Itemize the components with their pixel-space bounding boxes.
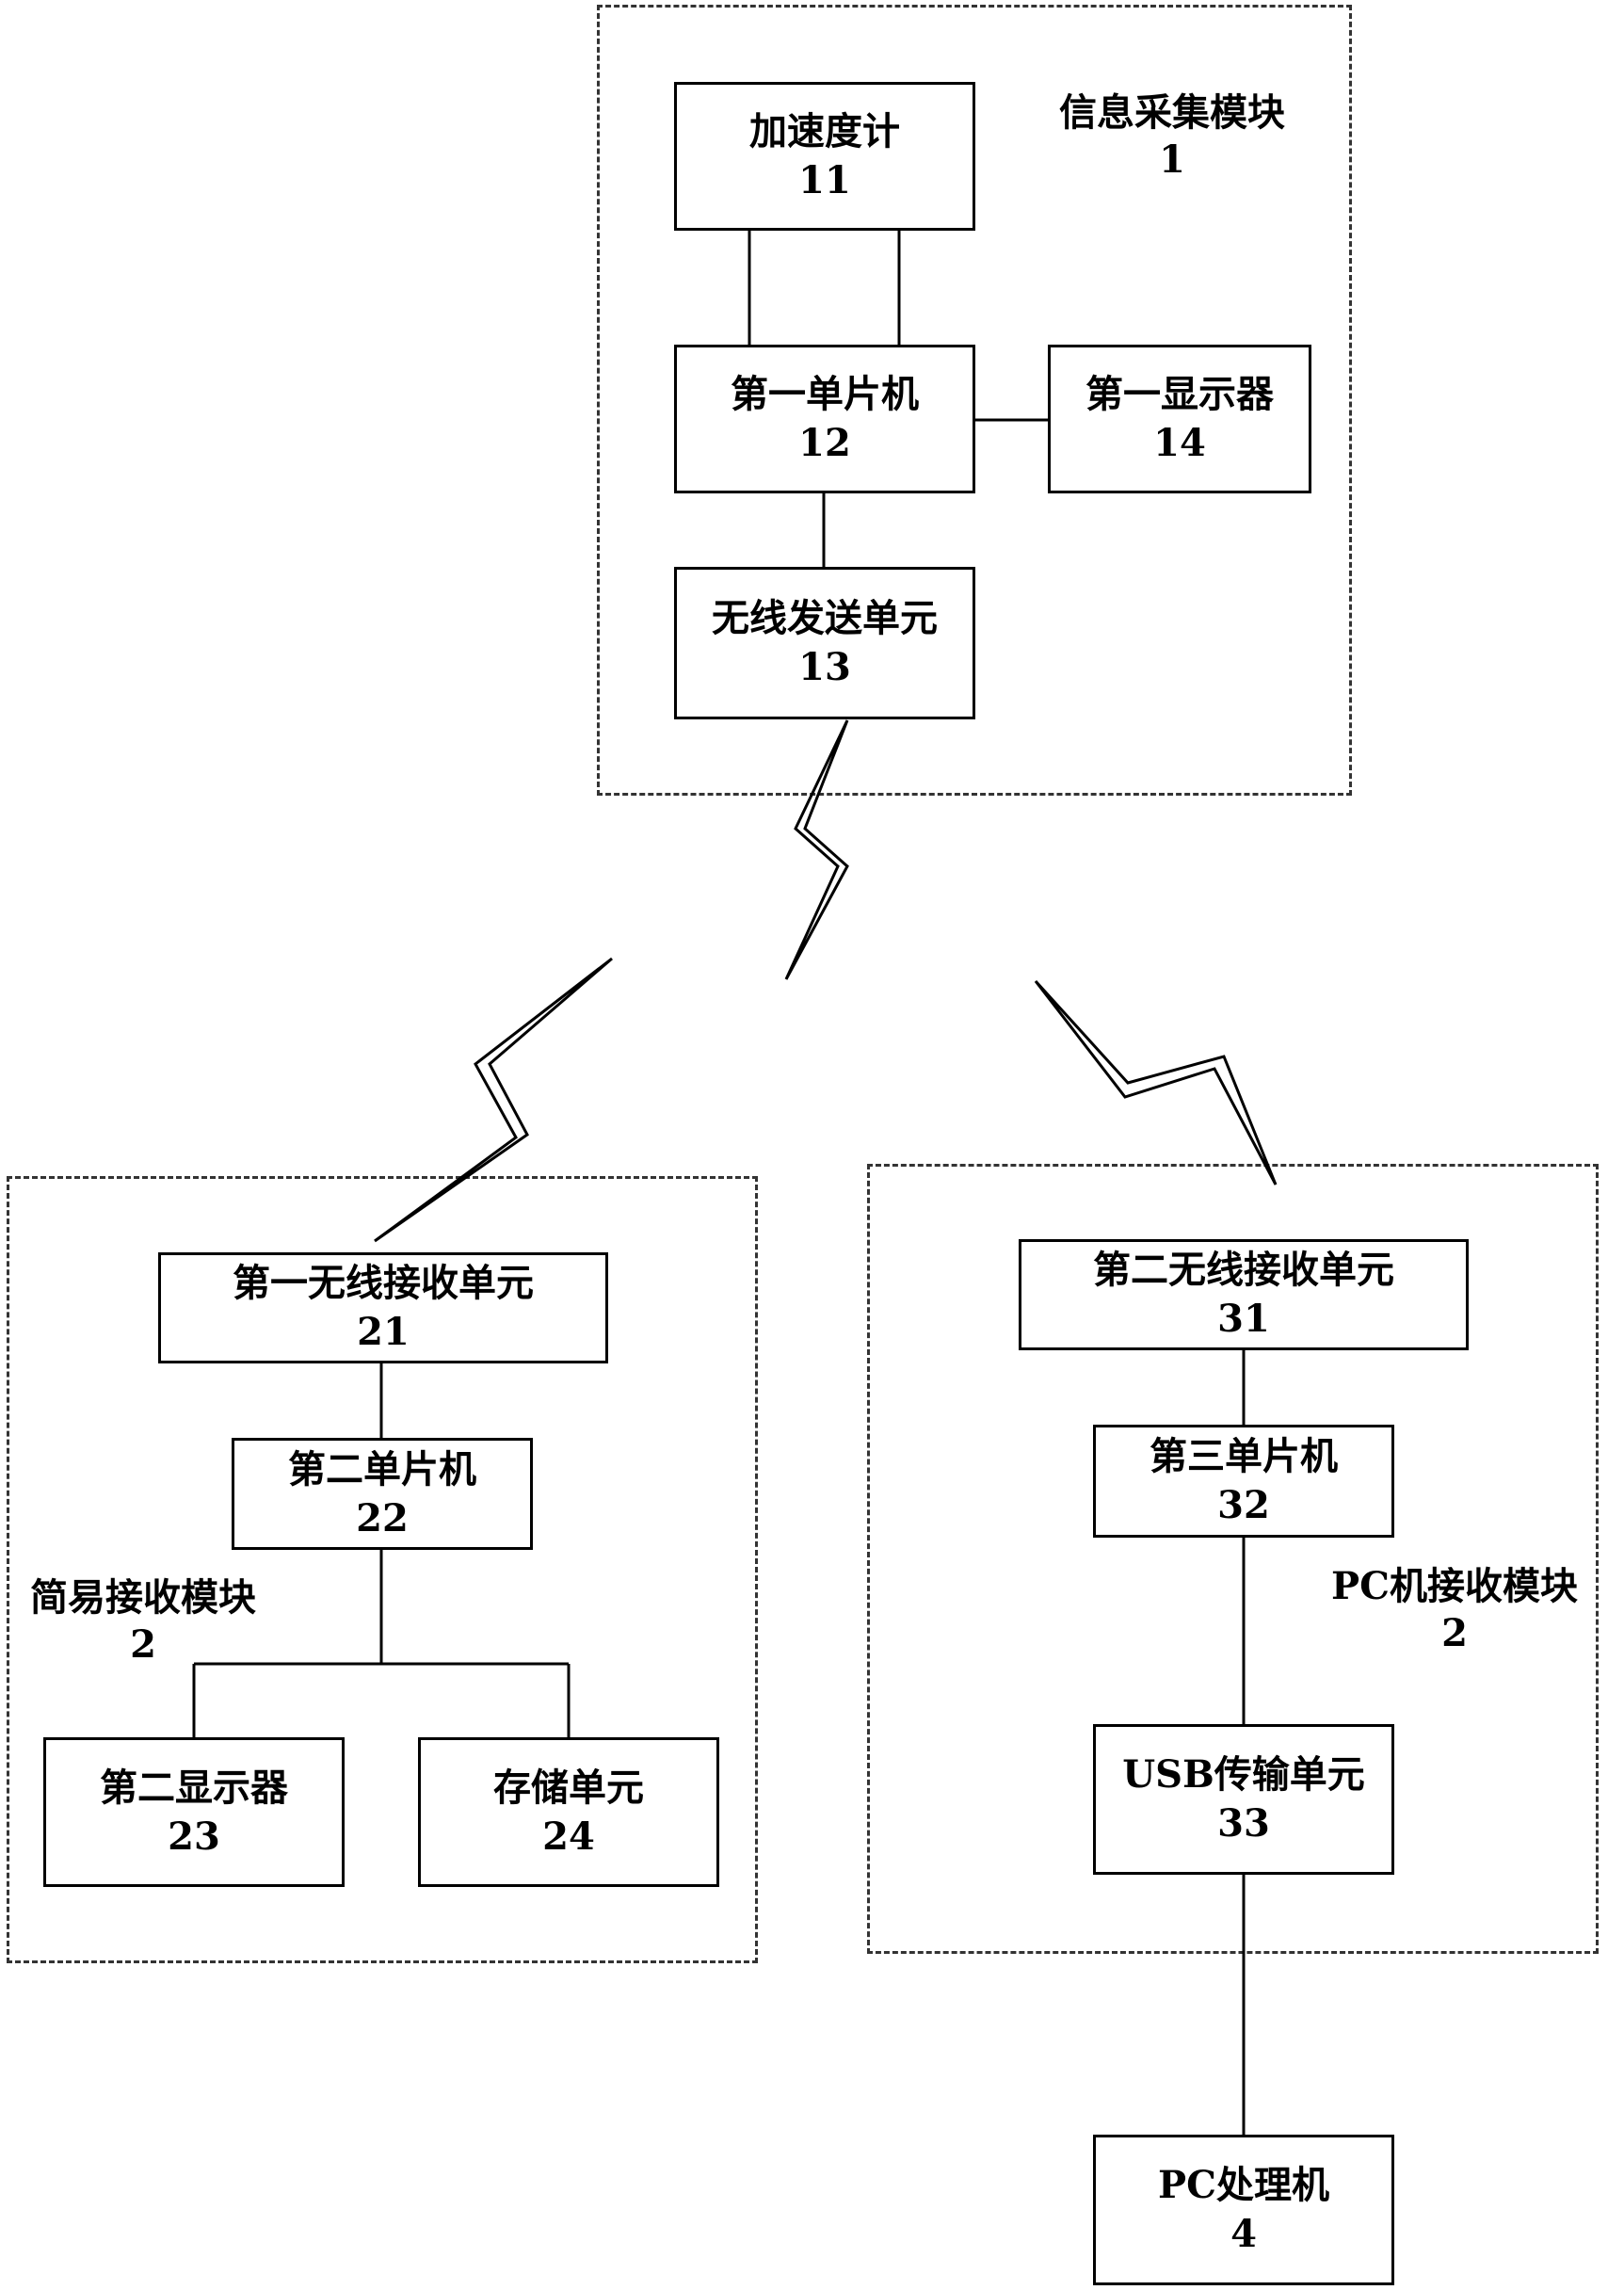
wireless-signal-icon-rx1 <box>374 957 613 1243</box>
wireless-rx1-box: 第一无线接收单元 21 <box>158 1252 608 1363</box>
pc-id: 4 <box>1230 2212 1257 2256</box>
wireless-signal-icon-tx <box>784 719 849 980</box>
wireless-rx2-box: 第二无线接收单元 31 <box>1019 1239 1469 1350</box>
simple-receive-module-id: 2 <box>130 1622 156 1667</box>
accelerometer-id: 11 <box>798 158 851 202</box>
wireless-rx2-name: 第二无线接收单元 <box>1093 1248 1394 1292</box>
display1-box: 第一显示器 14 <box>1048 345 1311 493</box>
accelerometer-name: 加速度计 <box>749 109 900 153</box>
mcu2-name: 第二单片机 <box>288 1446 476 1492</box>
storage-name: 存储单元 <box>493 1765 644 1810</box>
mcu1-box: 第一单片机 12 <box>674 345 975 493</box>
mcu2-box: 第二单片机 22 <box>232 1438 533 1550</box>
pc-receive-module-id: 2 <box>1441 1611 1468 1655</box>
simple-receive-module-group <box>7 1176 758 1963</box>
info-collection-module-id: 1 <box>1159 137 1185 182</box>
storage-box: 存储单元 24 <box>418 1737 719 1887</box>
info-collection-module-label: 信息采集模块 1 <box>1036 89 1309 184</box>
simple-receive-module-label: 简易接收模块 2 <box>16 1574 270 1669</box>
wireless-rx1-name: 第一无线接收单元 <box>233 1261 534 1305</box>
accelerometer-box: 加速度计 11 <box>674 82 975 231</box>
simple-receive-module-name: 简易接收模块 <box>30 1575 256 1620</box>
mcu2-id: 22 <box>356 1495 409 1540</box>
usb-name: USB传输单元 <box>1122 1752 1365 1797</box>
wireless-tx-name: 无线发送单元 <box>712 596 938 640</box>
mcu3-name: 第三单片机 <box>1150 1434 1338 1478</box>
mcu1-id: 12 <box>798 421 851 465</box>
display1-name: 第一显示器 <box>1085 372 1274 416</box>
usb-id: 33 <box>1217 1801 1270 1846</box>
storage-id: 24 <box>542 1814 595 1859</box>
display2-box: 第二显示器 23 <box>43 1737 345 1887</box>
pc-box: PC处理机 4 <box>1093 2135 1394 2285</box>
pc-receive-module-label: PC机接收模块 2 <box>1318 1563 1591 1657</box>
wireless-rx1-id: 21 <box>357 1310 410 1354</box>
display2-id: 23 <box>168 1814 220 1859</box>
pc-name: PC处理机 <box>1158 2163 1329 2207</box>
mcu3-id: 32 <box>1217 1483 1270 1527</box>
mcu1-name: 第一单片机 <box>731 372 919 416</box>
wireless-rx2-id: 31 <box>1217 1297 1270 1341</box>
wireless-tx-box: 无线发送单元 13 <box>674 567 975 719</box>
display1-id: 14 <box>1153 421 1206 465</box>
wireless-signal-icon-rx2 <box>1034 979 1278 1185</box>
info-collection-module-name: 信息采集模块 <box>1059 90 1285 135</box>
pc-receive-module-group <box>867 1164 1599 1954</box>
pc-receive-module-name: PC机接收模块 <box>1331 1564 1578 1608</box>
usb-box: USB传输单元 33 <box>1093 1724 1394 1875</box>
display2-name: 第二显示器 <box>100 1765 288 1810</box>
wireless-tx-id: 13 <box>798 645 851 689</box>
info-collection-module-group <box>597 5 1352 796</box>
mcu3-box: 第三单片机 32 <box>1093 1425 1394 1538</box>
